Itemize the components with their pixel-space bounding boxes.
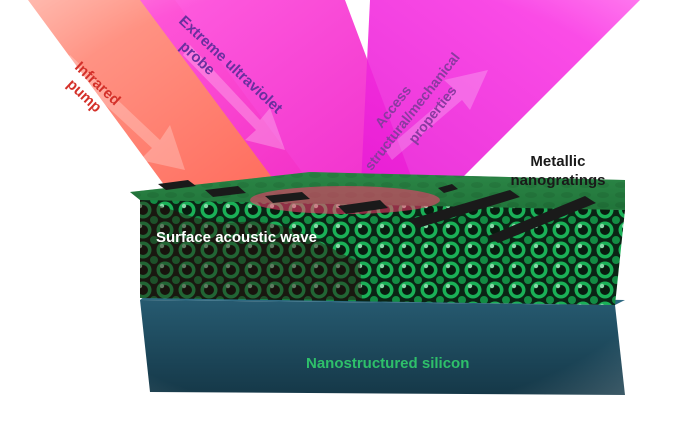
metallic-nanogratings-label: Metallic nanogratings xyxy=(510,153,605,189)
surface-acoustic-wave-label: Surface acoustic wave xyxy=(156,229,317,246)
nanostructured-silicon-label: Nanostructured silicon xyxy=(306,355,469,372)
